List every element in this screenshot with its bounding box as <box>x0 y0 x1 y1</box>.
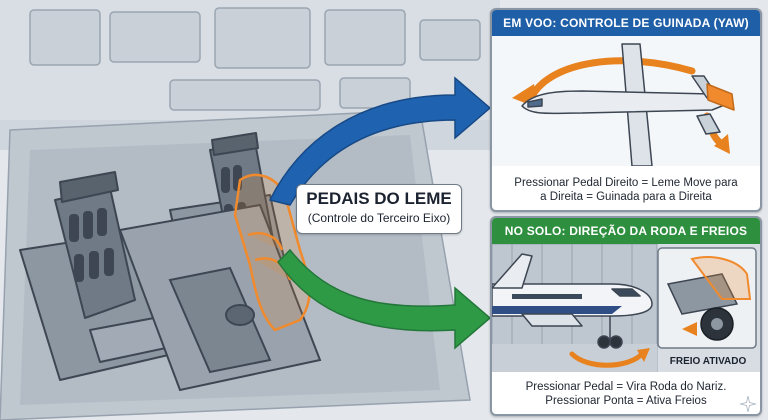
flight-panel: EM VOO: CONTROLE DE GUINADA (YAW) Pressi… <box>490 8 762 212</box>
ground-arrow <box>277 248 492 350</box>
ground-panel-header: NO SOLO: DIREÇÃO DA RODA E FREIOS <box>492 218 760 244</box>
center-label-title: PEDAIS DO LEME <box>306 189 452 208</box>
center-label-subtitle: (Controle do Terceiro Eixo) <box>307 211 451 225</box>
ground-panel: NO SOLO: DIREÇÃO DA RODA E FREIOS <box>490 216 762 416</box>
yaw-rotation-arrow <box>528 57 696 100</box>
foot-outline <box>233 173 311 332</box>
airplane-top-view <box>521 43 735 166</box>
flight-caption-line2: a Direita = Guinada para a Direita <box>540 191 712 203</box>
ground-illustration <box>492 244 760 372</box>
aircraft-yaw-illustration <box>492 36 760 166</box>
brake-inset <box>657 247 757 349</box>
instrument-panel <box>29 7 481 111</box>
steering-arrow <box>569 351 645 368</box>
sparkle-icon <box>740 396 756 412</box>
center-label-box: PEDAIS DO LEME (Controle do Terceiro Eix… <box>296 184 462 234</box>
airplane-side-view <box>492 253 653 349</box>
pedal-rail <box>118 203 322 392</box>
flight-caption-line1: Pressionar Pedal Direito = Leme Move par… <box>514 177 738 189</box>
brake-inset-label: FREIO ATIVADO <box>669 356 747 367</box>
ground-caption-line1: Pressionar Pedal = Vira Roda do Nariz. <box>525 381 727 393</box>
flight-panel-header: EM VOO: CONTROLE DE GUINADA (YAW) <box>492 10 760 36</box>
ground-caption-line2: Pressionar Ponta = Ativa Freios <box>545 395 707 407</box>
